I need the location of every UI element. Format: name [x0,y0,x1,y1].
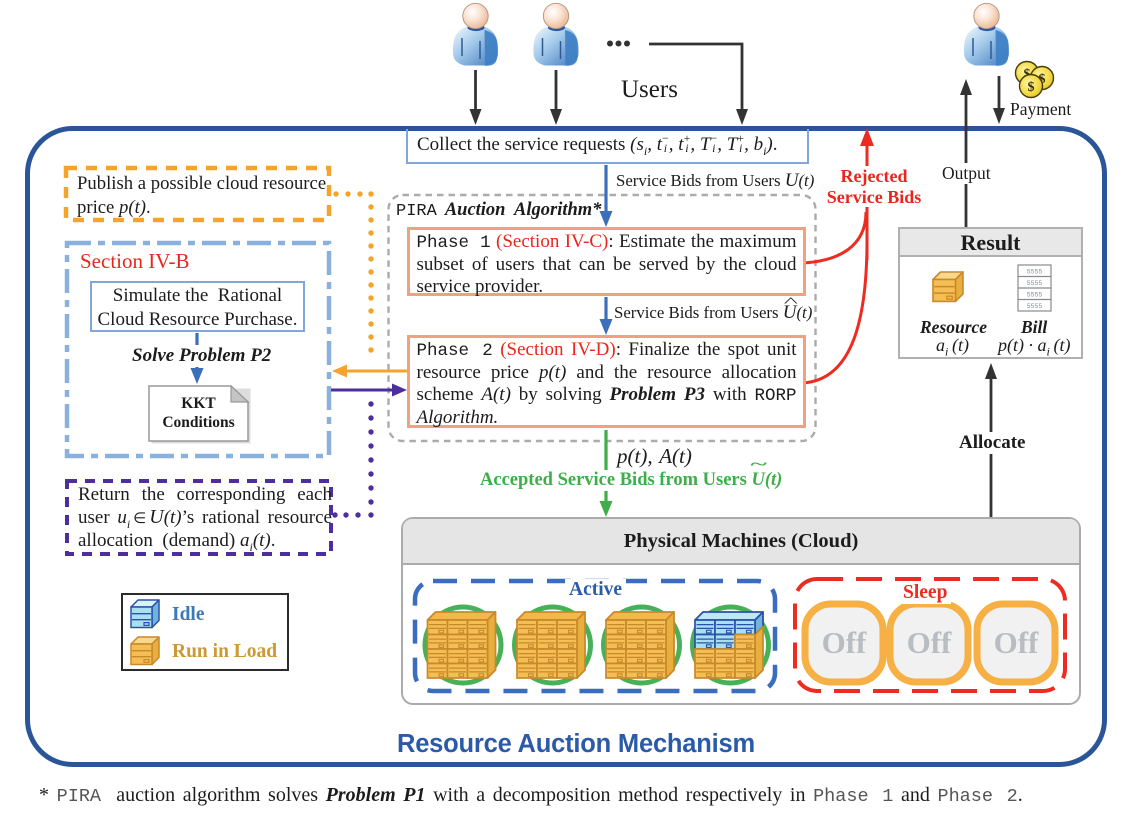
svg-text:5555: 5555 [1027,303,1043,310]
svg-text:$: $ [1028,80,1035,95]
svg-text:$: $ [1039,72,1046,87]
svg-text:5555: 5555 [1027,269,1043,276]
svg-text:5555: 5555 [1027,292,1043,299]
svg-text:5555: 5555 [1027,280,1043,287]
